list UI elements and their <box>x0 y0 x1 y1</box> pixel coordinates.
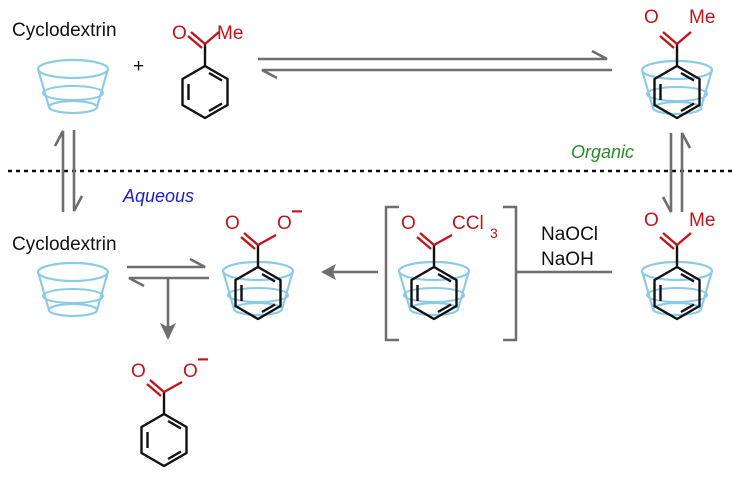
complex-aqueous <box>640 231 714 321</box>
methyl-group: Me <box>217 23 244 44</box>
arrow-top-reverse <box>261 68 612 80</box>
arrow-bottom-reverse <box>128 276 209 288</box>
cyclodextrin-cup-top <box>36 58 110 115</box>
trichloromethyl-carbon: CCl <box>452 213 484 234</box>
bracket-left <box>384 205 399 342</box>
organic-label: Organic <box>571 142 635 162</box>
negative-charge: − <box>291 201 303 223</box>
acetophenone-molecule <box>181 30 229 120</box>
oxygen-atom: O <box>644 7 659 28</box>
oxygen-atom: O <box>401 213 416 234</box>
complex-organic <box>640 30 714 120</box>
negative-charge: − <box>197 349 209 371</box>
bracket-right <box>503 205 518 342</box>
methyl-group: Me <box>689 7 716 28</box>
benzoate-complex <box>221 231 295 321</box>
trichloromethyl-intermediate <box>397 231 471 321</box>
arrowhead-down <box>160 323 176 340</box>
oxygen-atom: O <box>131 361 146 382</box>
arrow-bottom-forward <box>127 257 206 269</box>
oxygen-atom: O <box>172 23 187 44</box>
methyl-group: Me <box>689 210 716 231</box>
arrow-top-forward <box>258 49 608 61</box>
benzoate-free <box>140 378 188 468</box>
oxygen-atom: O <box>225 213 240 234</box>
arrowhead-to-benzoate <box>321 264 336 280</box>
cyclodextrin-cup-bottom <box>36 261 110 318</box>
aqueous-label: Aqueous <box>123 186 195 206</box>
carboxylate-oxygen: O <box>183 361 198 382</box>
arrow-right-up <box>680 132 692 212</box>
reagent-naoh: NaOH <box>541 249 594 270</box>
trichloro-subscript: 3 <box>490 225 498 241</box>
arrow-left-up <box>53 130 65 212</box>
reagent-naocl: NaOCl <box>541 224 599 245</box>
cyclodextrin-label-top: Cyclodextrin <box>12 20 117 41</box>
arrow-left-down <box>72 130 84 212</box>
carboxylate-oxygen: O <box>277 213 292 234</box>
plus-sign: + <box>133 56 145 77</box>
arrow-right-down <box>661 133 673 213</box>
cyclodextrin-label-bottom: Cyclodextrin <box>12 234 117 255</box>
oxygen-atom: O <box>644 210 659 231</box>
